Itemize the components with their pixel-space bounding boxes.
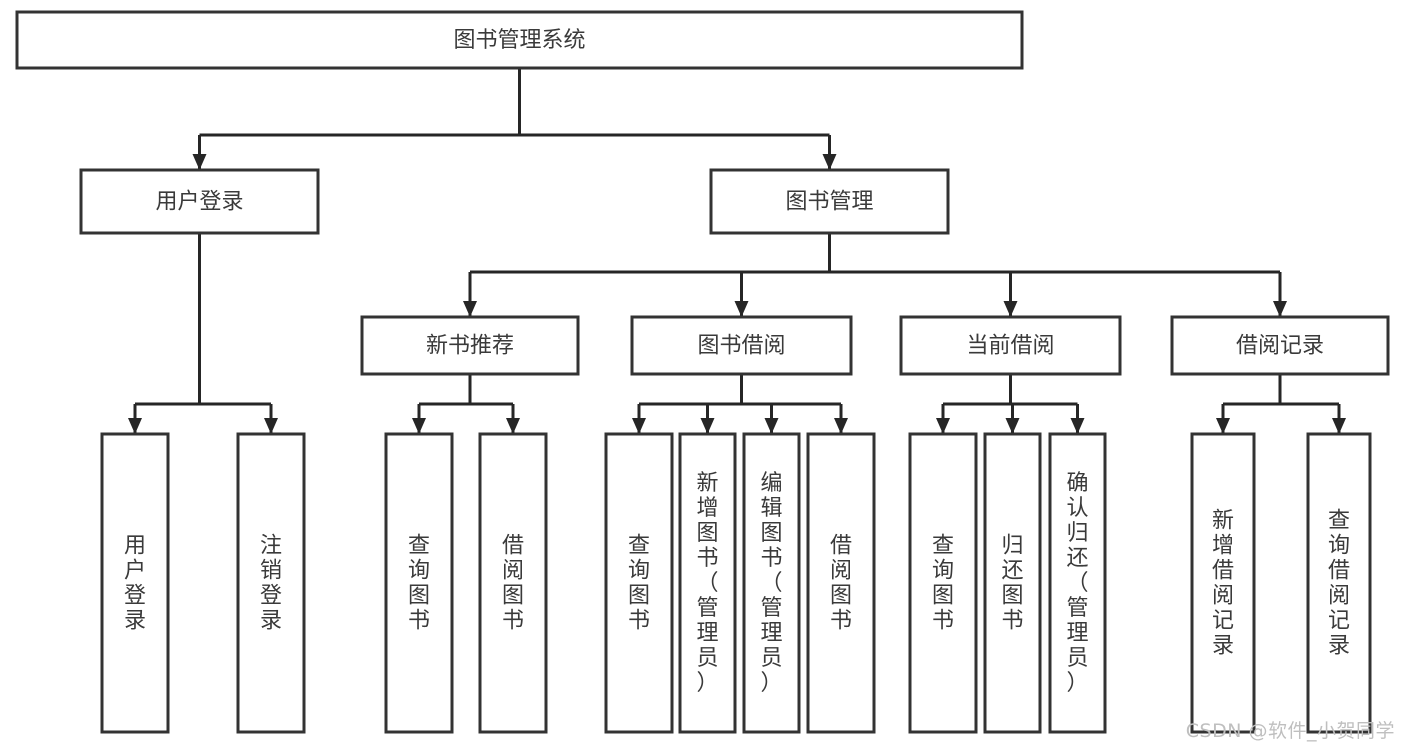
- node-box: [630, 315, 853, 376]
- node-level3-当前借阅[interactable]: 当前借阅: [899, 315, 1122, 376]
- edge-group-用户登录: [128, 233, 278, 434]
- node-leaf-借阅图书[interactable]: 借阅图书: [806, 432, 876, 734]
- arrow-head-icon: [264, 418, 278, 434]
- arrow-head-icon: [1005, 418, 1020, 434]
- node-label: 新书推荐: [426, 334, 514, 359]
- node-label: 用户登录: [124, 534, 146, 634]
- arrow-head-icon: [764, 418, 779, 434]
- node-root-图书管理系统[interactable]: 图书管理系统: [15, 10, 1024, 70]
- node-box: [908, 432, 978, 734]
- arrow-head-icon: [506, 418, 520, 434]
- node-label: 查询图书: [932, 534, 954, 634]
- node-box: [899, 315, 1122, 376]
- node-label: 确认归还（管理员）: [1066, 471, 1088, 696]
- edge-group-新书推荐: [412, 374, 520, 434]
- node-box: [79, 168, 320, 235]
- node-leaf-归还图书[interactable]: 归还图书: [983, 432, 1042, 734]
- node-box: [100, 432, 170, 734]
- node-label: 借阅图书: [502, 534, 524, 634]
- node-label: 借阅图书: [830, 534, 852, 634]
- node-label: 用户登录: [155, 190, 243, 215]
- node-box: [604, 432, 674, 734]
- node-label: 当前借阅: [966, 334, 1054, 359]
- arrow-head-icon: [822, 154, 837, 170]
- node-label: 图书借阅: [697, 334, 785, 359]
- arrow-head-icon: [632, 418, 646, 434]
- arrow-head-icon: [834, 418, 848, 434]
- node-level3-借阅记录[interactable]: 借阅记录: [1170, 315, 1390, 376]
- node-label: 查询借阅记录: [1328, 509, 1350, 659]
- edge-group-图书管理系统: [192, 68, 837, 170]
- node-box: [742, 432, 801, 734]
- node-leaf-用户登录[interactable]: 用户登录: [100, 432, 170, 734]
- node-label: 图书管理系统: [453, 28, 585, 53]
- node-box: [678, 432, 737, 734]
- node-box: [384, 432, 454, 734]
- node-box: [1190, 432, 1256, 734]
- arrow-head-icon: [1216, 418, 1230, 434]
- node-level3-图书借阅[interactable]: 图书借阅: [630, 315, 853, 376]
- node-level2-图书管理[interactable]: 图书管理: [709, 168, 950, 235]
- node-leaf-确认归还管理员[interactable]: 确认归还（管理员）: [1048, 432, 1107, 734]
- node-label: 新增借阅记录: [1212, 509, 1234, 659]
- arrow-head-icon: [463, 301, 477, 317]
- node-box: [983, 432, 1042, 734]
- arrow-head-icon: [1070, 418, 1085, 434]
- node-box: [1170, 315, 1390, 376]
- arrow-head-icon: [1273, 301, 1287, 317]
- node-label: 查询图书: [408, 534, 430, 634]
- node-leaf-查询借阅记录[interactable]: 查询借阅记录: [1306, 432, 1372, 734]
- node-leaf-新增借阅记录[interactable]: 新增借阅记录: [1190, 432, 1256, 734]
- node-box: [709, 168, 950, 235]
- node-label: 图书管理: [785, 190, 873, 215]
- node-label: 新增图书（管理员）: [696, 471, 718, 696]
- node-leaf-借阅图书[interactable]: 借阅图书: [478, 432, 548, 734]
- arrow-head-icon: [1003, 301, 1018, 317]
- node-layer: 图书管理系统用户登录图书管理新书推荐图书借阅当前借阅借阅记录用户登录注销登录查询…: [15, 10, 1390, 734]
- node-box: [360, 315, 580, 376]
- arrow-head-icon: [192, 154, 207, 170]
- node-label: 编辑图书（管理员）: [760, 471, 782, 696]
- node-box: [1048, 432, 1107, 734]
- arrow-head-icon: [1332, 418, 1346, 434]
- node-leaf-查询图书[interactable]: 查询图书: [384, 432, 454, 734]
- connector-layer: [128, 68, 1346, 434]
- node-box: [1306, 432, 1372, 734]
- node-box: [806, 432, 876, 734]
- node-box: [15, 10, 1024, 70]
- node-label: 查询图书: [628, 534, 650, 634]
- node-label: 归还图书: [1001, 534, 1023, 634]
- node-label: 注销登录: [260, 534, 282, 634]
- node-leaf-注销登录[interactable]: 注销登录: [236, 432, 306, 734]
- edge-group-当前借阅: [936, 374, 1085, 434]
- arrow-head-icon: [936, 418, 950, 434]
- node-leaf-新增图书管理员[interactable]: 新增图书（管理员）: [678, 432, 737, 734]
- edge-group-图书管理: [463, 233, 1287, 317]
- arrow-head-icon: [734, 301, 749, 317]
- arrow-head-icon: [700, 418, 715, 434]
- arrow-head-icon: [128, 418, 142, 434]
- edge-group-图书借阅: [632, 374, 848, 434]
- edge-group-借阅记录: [1216, 374, 1346, 434]
- node-leaf-查询图书[interactable]: 查询图书: [604, 432, 674, 734]
- node-level3-新书推荐[interactable]: 新书推荐: [360, 315, 580, 376]
- node-label: 借阅记录: [1236, 334, 1324, 359]
- node-box: [236, 432, 306, 734]
- node-leaf-查询图书[interactable]: 查询图书: [908, 432, 978, 734]
- node-leaf-编辑图书管理员[interactable]: 编辑图书（管理员）: [742, 432, 801, 734]
- node-box: [478, 432, 548, 734]
- node-level2-用户登录[interactable]: 用户登录: [79, 168, 320, 235]
- arrow-head-icon: [412, 418, 426, 434]
